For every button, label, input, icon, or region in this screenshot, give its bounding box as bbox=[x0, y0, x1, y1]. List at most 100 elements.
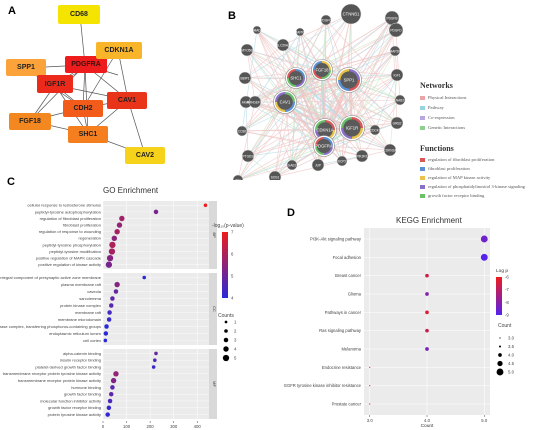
go-term-point bbox=[113, 289, 119, 294]
go-color-tick: 5 bbox=[231, 274, 234, 279]
svg-text:MYO5B: MYO5B bbox=[241, 49, 252, 53]
go-term-point bbox=[116, 222, 123, 228]
network-edge bbox=[325, 19, 401, 101]
go-term-point bbox=[110, 377, 117, 384]
svg-text:CTNNB1: CTNNB1 bbox=[343, 12, 360, 17]
go-size-legend-dot bbox=[223, 346, 229, 352]
kegg-term-point bbox=[369, 366, 371, 368]
svg-text:PDGFB: PDGFB bbox=[387, 17, 398, 21]
go-term-label: growth factor binding bbox=[64, 392, 101, 397]
network-node: PTGDS bbox=[241, 149, 255, 163]
network-edge bbox=[237, 101, 286, 180]
go-term-label: protein kinase complex bbox=[60, 303, 101, 308]
networks-legend-title: Networks bbox=[420, 81, 453, 90]
go-term-label: membrane microdomain bbox=[58, 317, 101, 322]
go-term-point bbox=[108, 391, 114, 397]
go-color-bar bbox=[222, 232, 228, 298]
svg-text:CDKN1A: CDKN1A bbox=[317, 128, 334, 133]
gene-node-cdkn1a: CDKN1A bbox=[96, 42, 142, 59]
svg-text:SMAD2: SMAD2 bbox=[252, 29, 263, 33]
gene-node-shc1: SHC1 bbox=[68, 126, 108, 143]
network-edge bbox=[256, 29, 286, 103]
svg-text:AKAP: AKAP bbox=[242, 101, 251, 105]
go-term-point bbox=[153, 209, 159, 215]
network-edge bbox=[256, 29, 323, 71]
go-size-legend-dot bbox=[224, 320, 228, 324]
go-size-legend-title: Counts bbox=[218, 313, 234, 319]
go-term-label: positive regulation of MAPK cascade bbox=[36, 256, 102, 261]
go-term-label: transmembrane receptor protein tyrosine … bbox=[3, 371, 101, 376]
network-edge bbox=[282, 44, 353, 129]
network-node: SLC20A2 bbox=[276, 38, 290, 52]
network-edge bbox=[237, 69, 323, 180]
go-term-point bbox=[153, 358, 157, 363]
kegg-term-label: Melanoma bbox=[341, 347, 361, 352]
svg-text:FGF18: FGF18 bbox=[315, 68, 329, 73]
network-node: SCP2 bbox=[336, 155, 348, 167]
network-node: CAV1 bbox=[273, 90, 297, 114]
network-edge bbox=[246, 49, 293, 166]
go-term-label: hormone binding bbox=[71, 385, 101, 390]
go-term-point bbox=[106, 254, 114, 262]
svg-text:GAB1: GAB1 bbox=[288, 164, 297, 168]
network-edge bbox=[295, 77, 391, 151]
kegg-size-legend-label: 3.0 bbox=[508, 336, 515, 341]
go-term-point bbox=[105, 261, 113, 268]
network-edge bbox=[395, 29, 401, 101]
go-term-label: membrane raft bbox=[75, 310, 102, 315]
svg-text:CAV1: CAV1 bbox=[280, 100, 291, 105]
go-term-point bbox=[108, 248, 116, 255]
go-term-point bbox=[151, 365, 156, 369]
kegg-x-tick-label: 3.0 bbox=[367, 418, 374, 423]
svg-text:MAP2K: MAP2K bbox=[390, 50, 402, 54]
go-term-point bbox=[106, 405, 112, 411]
go-term-point bbox=[107, 310, 112, 315]
go-term-point bbox=[111, 235, 118, 242]
network-node: SOS1 bbox=[268, 170, 282, 180]
go-color-tick: 7 bbox=[231, 230, 234, 235]
network-node: PDGFD bbox=[388, 22, 404, 38]
function-legend-3: regulation of MAP kinase activity bbox=[420, 175, 490, 180]
network-edge bbox=[246, 49, 353, 129]
network-node: CDC42 bbox=[369, 124, 380, 136]
network-legend-genetic: Genetic Interactions bbox=[420, 125, 465, 130]
go-term-point bbox=[109, 241, 116, 249]
network-node: AKAP bbox=[239, 95, 253, 109]
network-node: MYO5B bbox=[240, 43, 254, 57]
go-facet-label: MF bbox=[212, 381, 217, 387]
network-edge bbox=[237, 164, 293, 180]
network-edge bbox=[237, 79, 350, 180]
go-term-label: positive regulation of kinase activity bbox=[38, 262, 101, 267]
kegg-size-legend-dot bbox=[498, 345, 502, 348]
network-legend-coexpression: Co-expression bbox=[420, 115, 455, 120]
svg-text:PDGFD: PDGFD bbox=[390, 29, 402, 33]
go-term-point bbox=[107, 398, 113, 404]
network-legend-pathway: Pathway bbox=[420, 105, 444, 110]
network-edge bbox=[295, 77, 398, 124]
kegg-size-legend-label: 4.5 bbox=[508, 361, 515, 366]
go-term-label: regulation of fibroblast proliferation bbox=[40, 216, 101, 221]
kegg-color-bar bbox=[496, 277, 502, 315]
network-edge bbox=[324, 99, 401, 131]
go-term-label: endoplasmic reticulum lumen bbox=[49, 331, 101, 336]
go-term-point bbox=[110, 296, 115, 301]
kegg-term-label: Glioma bbox=[348, 292, 362, 297]
go-term-label: plasma membrane raft bbox=[61, 282, 102, 287]
kegg-x-tick-label: 4.0 bbox=[424, 418, 431, 423]
svg-text:JUP: JUP bbox=[315, 164, 321, 168]
network-edge bbox=[254, 101, 325, 147]
kegg-color-tick: -9 bbox=[505, 313, 509, 318]
network-node: CD36 bbox=[236, 125, 248, 137]
go-facet-label: BP bbox=[212, 232, 217, 238]
go-term-point bbox=[110, 385, 115, 390]
go-x-tick-label: 100 bbox=[123, 424, 131, 429]
go-term-label: cell cortex bbox=[83, 338, 101, 343]
network-legend-physical: Physical Interactions bbox=[420, 95, 466, 100]
go-term-label: regeneration bbox=[79, 236, 101, 241]
kegg-size-legend-dot bbox=[498, 353, 502, 357]
network-node: BBIP1 bbox=[238, 71, 252, 85]
go-term-point bbox=[154, 351, 158, 356]
go-size-legend-dot bbox=[222, 354, 230, 362]
